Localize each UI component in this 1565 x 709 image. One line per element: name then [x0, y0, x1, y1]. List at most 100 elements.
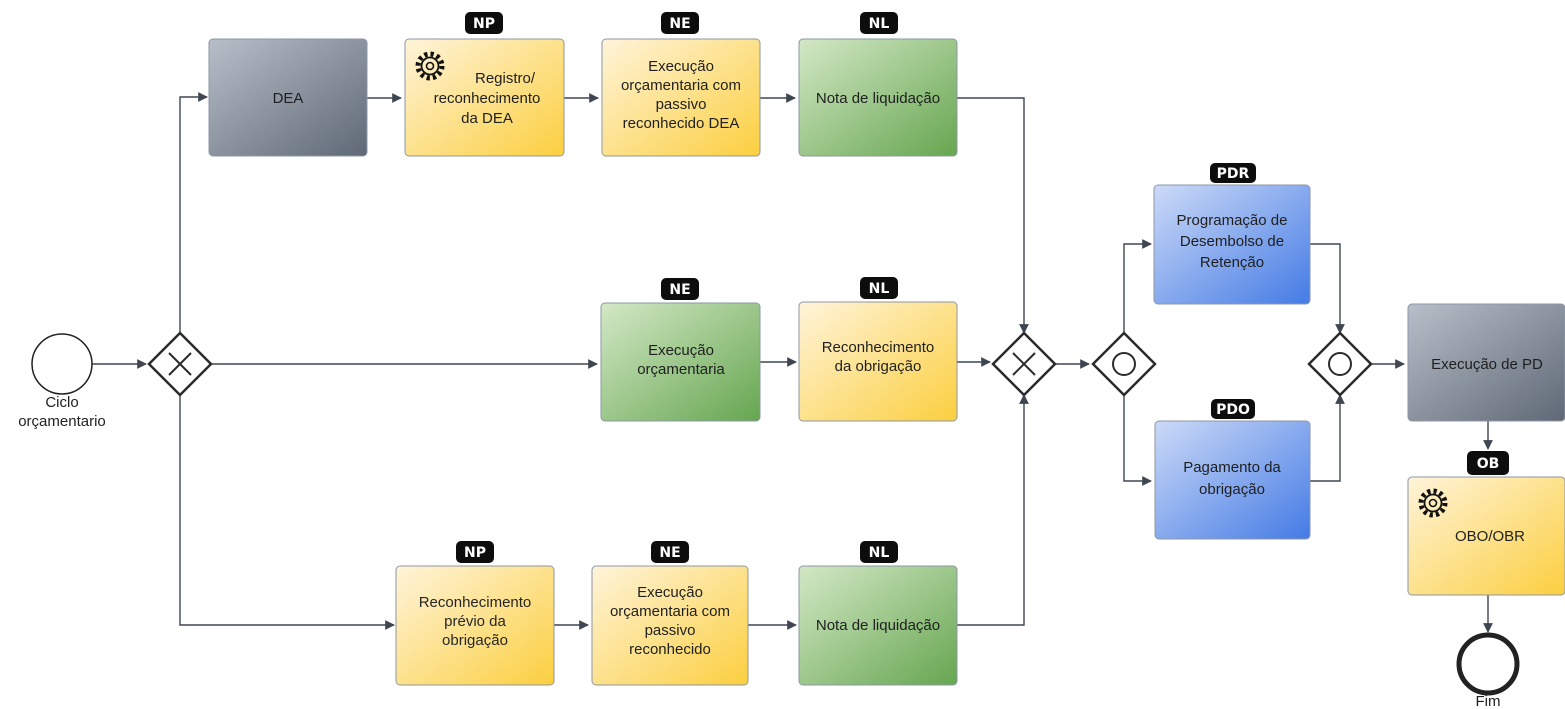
task-label-line-2: da obrigação	[835, 358, 922, 375]
tag-label: PDR	[1217, 166, 1250, 182]
task-label-line-1: Nota de liquidação	[816, 90, 940, 107]
task-box	[591, 565, 749, 686]
gateway-diamond	[1307, 331, 1373, 397]
flow-gateway-to-reconhecimento-previo	[179, 395, 395, 630]
flow-inclusive-to-pdr	[1123, 239, 1152, 333]
task-label-line-1: DEA	[273, 90, 304, 107]
sequence-flows	[92, 92, 1493, 633]
task-label-line-3: passivo	[656, 96, 707, 113]
task-box	[798, 301, 958, 422]
task-label-line-2: orçamentaria com	[610, 603, 730, 620]
task-reconhecimento-obrigacao[interactable]: Reconhecimento da obrigação NL	[798, 277, 958, 422]
tag-badge: NL	[860, 541, 898, 563]
task-dea[interactable]: DEA	[208, 38, 368, 157]
tag-label: NL	[869, 16, 890, 32]
task-programacao-desembolso[interactable]: Programação de Desembolso de Retenção PD…	[1153, 163, 1311, 305]
tag-label: OB	[1477, 456, 1500, 472]
x-icon	[1012, 352, 1036, 376]
task-exec-passivo[interactable]: Execução orçamentaria com passivo reconh…	[591, 541, 749, 686]
tag-badge: OB	[1467, 451, 1509, 475]
x-icon	[168, 352, 192, 376]
task-label-line-4: reconhecido DEA	[623, 115, 740, 132]
task-label-line-1: Execução	[648, 342, 714, 359]
end-event-circle	[1456, 632, 1520, 696]
tag-label: NL	[869, 545, 890, 561]
inclusive-merge-gateway[interactable]	[1307, 331, 1373, 397]
task-execucao-pd[interactable]: Execução de PD	[1407, 303, 1565, 422]
start-event-label-line-1: Ciclo	[45, 394, 78, 411]
flow-pdr-to-merge	[1310, 243, 1345, 334]
task-box	[1407, 476, 1565, 596]
inclusive-split-gateway[interactable]	[1091, 331, 1157, 397]
tag-badge: NE	[661, 278, 699, 300]
tag-badge: NL	[860, 12, 898, 34]
circle-icon	[1328, 352, 1352, 376]
flow-pdo-to-merge	[1310, 394, 1345, 482]
task-obo-obr[interactable]: OBO/OBR OB	[1407, 451, 1565, 596]
task-label-line-1: Execução	[637, 584, 703, 601]
tag-label: PDO	[1216, 402, 1250, 418]
exclusive-split-gateway[interactable]	[147, 331, 213, 397]
gear-icon	[1418, 488, 1448, 518]
tag-badge: NE	[651, 541, 689, 563]
task-label-line-1: Reconhecimento	[822, 339, 935, 356]
task-label-line-1: OBO/OBR	[1455, 528, 1525, 545]
task-label-line-2: orçamentaria	[637, 361, 725, 378]
task-exec-orcamentaria[interactable]: Execução orçamentaria NE	[600, 278, 761, 422]
flow-nl-top-to-join	[957, 97, 1029, 334]
task-box	[404, 38, 565, 157]
task-label-line-1: Nota de liquidação	[816, 617, 940, 634]
task-label-line-1: Programação de	[1177, 212, 1288, 229]
gateway-diamond	[1091, 331, 1157, 397]
flow-gateway-to-dea	[179, 92, 208, 333]
start-event-label-line-2: orçamentario	[18, 413, 106, 430]
task-box	[208, 38, 368, 157]
task-nota-liquidacao-top[interactable]: Nota de liquidação NL	[798, 12, 958, 157]
task-box	[600, 302, 761, 422]
task-pagamento-obrigacao[interactable]: Pagamento da obrigação PDO	[1154, 399, 1311, 540]
exclusive-join-gateway[interactable]	[991, 331, 1057, 397]
task-nota-liquidacao-bottom[interactable]: Nota de liquidação NL	[798, 541, 958, 686]
task-reconhecimento-previo[interactable]: Reconhecimento prévio da obrigação NP	[395, 541, 555, 686]
tag-label: NP	[473, 16, 495, 32]
task-box	[395, 565, 555, 686]
end-event-label: Fim	[1476, 693, 1501, 709]
task-label-line-2: prévio da	[444, 613, 506, 630]
task-box	[798, 565, 958, 686]
tag-badge: NP	[465, 12, 503, 34]
tag-badge: NE	[661, 12, 699, 34]
task-label-line-2: orçamentaria com	[621, 77, 741, 94]
task-label-line-2: reconhecimento	[434, 90, 541, 107]
tag-label: NL	[869, 281, 890, 297]
task-label-line-3: passivo	[645, 622, 696, 639]
task-label-line-2: Desembolso de	[1180, 233, 1284, 250]
tag-label: NP	[464, 545, 486, 561]
task-box	[798, 38, 958, 157]
task-box	[1407, 303, 1565, 422]
task-box	[601, 38, 761, 157]
tag-label: NE	[669, 282, 690, 298]
task-label-line-2: obrigação	[1199, 481, 1265, 498]
tag-label: NE	[669, 16, 690, 32]
task-label-line-4: reconhecido	[629, 641, 711, 658]
task-box	[1153, 184, 1311, 305]
task-label-line-1: Registro/	[475, 70, 536, 87]
circle-icon	[1112, 352, 1136, 376]
flow-nl-bottom-to-join	[957, 394, 1029, 626]
task-label-line-1: Execução de PD	[1431, 356, 1543, 373]
tag-badge: NP	[456, 541, 494, 563]
tag-badge: NL	[860, 277, 898, 299]
tag-badge: PDR	[1210, 163, 1256, 183]
flow-inclusive-to-pdo	[1123, 395, 1152, 486]
task-exec-passivo-dea[interactable]: Execução orçamentaria com passivo reconh…	[601, 12, 761, 157]
task-label-line-3: Retenção	[1200, 254, 1264, 271]
task-label-line-3: da DEA	[461, 110, 513, 127]
start-event-circle	[31, 333, 93, 395]
task-label-line-1: Execução	[648, 58, 714, 75]
task-label-line-1: Pagamento da	[1183, 459, 1281, 476]
end-event[interactable]: Fim	[1456, 632, 1520, 709]
start-event[interactable]: Ciclo orçamentario	[18, 333, 106, 430]
task-registro-dea[interactable]: Registro/ reconhecimento da DEA NP	[404, 12, 565, 157]
task-label-line-3: obrigação	[442, 632, 508, 649]
